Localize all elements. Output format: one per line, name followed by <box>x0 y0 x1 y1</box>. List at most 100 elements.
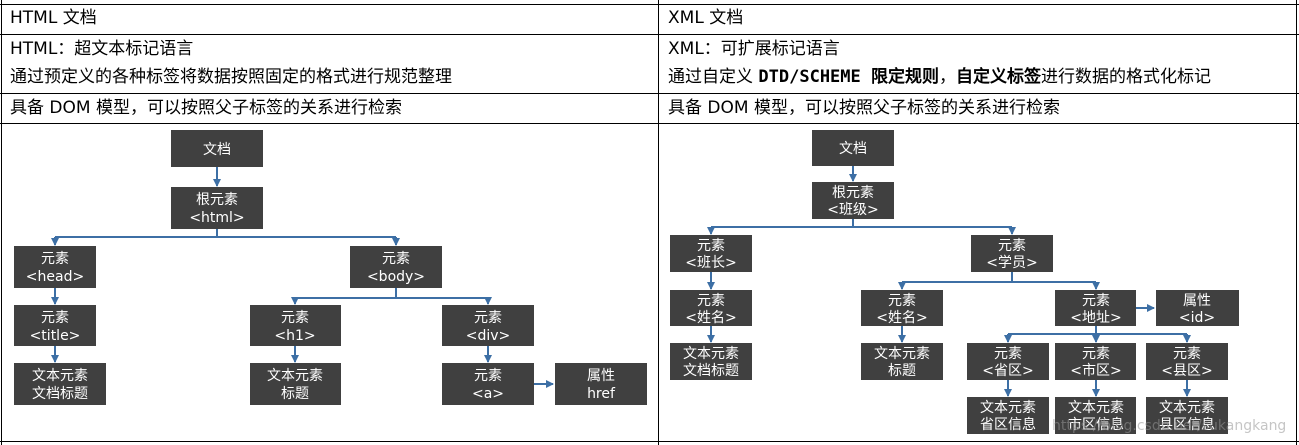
svg-text:<县区>: <县区> <box>1161 363 1212 379</box>
svg-text:文本元素: 文本元素 <box>1159 400 1215 416</box>
svg-text:<姓名>: <姓名> <box>876 310 927 326</box>
xml-tree-edges <box>707 166 1191 397</box>
svg-text:<地址>: <地址> <box>1070 310 1121 326</box>
xml-node-student: 元素 <学员> <box>971 235 1053 272</box>
html-node-body: 元素 <body> <box>350 246 442 288</box>
svg-text:<省区>: <省区> <box>982 363 1033 379</box>
xml-node-city: 元素 <市区> <box>1055 343 1136 380</box>
svg-text:元素: 元素 <box>1173 346 1201 362</box>
table-border-top <box>0 4 1299 5</box>
xml-node-root: 根元素 <班级> <box>812 182 894 219</box>
html-node-attr-href: 属性 href <box>555 363 647 405</box>
svg-text:<班级>: <班级> <box>827 202 878 218</box>
xml-node-document: 文档 <box>812 130 894 166</box>
html-node-head: 元素 <head> <box>14 246 96 288</box>
svg-text:属性: 属性 <box>587 368 615 384</box>
svg-text:文本元素: 文本元素 <box>267 368 323 384</box>
svg-text:市区信息: 市区信息 <box>1068 416 1124 433</box>
watermark: https://blog.csdn.net/sukangkang <box>1052 418 1287 434</box>
xml-node-monitor: 元素 <班长> <box>670 235 752 272</box>
svg-text:文本元素: 文本元素 <box>980 400 1036 416</box>
svg-text:标题: 标题 <box>888 363 916 379</box>
html-definition: HTML：超文本标记语言 <box>10 39 194 59</box>
svg-text:<市区>: <市区> <box>1070 362 1121 379</box>
html-node-div: 元素 <div> <box>442 305 534 346</box>
svg-text:元素: 元素 <box>998 238 1026 254</box>
svg-text:文本元素: 文本元素 <box>874 346 930 362</box>
table-border-right <box>1296 0 1297 445</box>
xml-node-student-name-text: 文本元素 标题 <box>861 343 943 380</box>
svg-text:根元素: 根元素 <box>832 185 874 201</box>
xml-node-monitor-name-text: 文本元素 文档标题 <box>670 343 752 380</box>
html-node-h1-text: 文本元素 标题 <box>250 363 341 405</box>
table-border-bottom <box>0 441 1299 442</box>
html-description: 通过预定义的各种标签将数据按照固定的格式进行规范整理 <box>10 67 452 87</box>
xml-column-header: XML 文档 <box>668 8 744 28</box>
svg-text:文本元素: 文本元素 <box>683 346 739 362</box>
svg-text:文档: 文档 <box>203 142 231 158</box>
xml-definition: XML：可扩展标记语言 <box>668 39 840 59</box>
html-node-document: 文档 <box>171 130 263 167</box>
html-dom-note: 具备 DOM 模型，可以按照父子标签的关系进行检索 <box>10 98 402 118</box>
svg-text:元素: 元素 <box>888 293 916 309</box>
svg-text:元素: 元素 <box>1082 346 1110 362</box>
html-node-title: 元素 <title> <box>14 305 96 346</box>
xml-node-attr-id: 属性 <id> <box>1156 290 1239 326</box>
row-divider <box>0 123 1299 124</box>
svg-text:标题: 标题 <box>281 386 309 402</box>
svg-text:县区信息: 县区信息 <box>1159 416 1215 433</box>
svg-text:元素: 元素 <box>41 251 69 267</box>
svg-text:<title>: <title> <box>30 328 81 344</box>
xml-dom-note: 具备 DOM 模型，可以按照父子标签的关系进行检索 <box>668 98 1060 118</box>
html-node-h1: 元素 <h1> <box>250 305 341 346</box>
svg-text:<h1>: <h1> <box>274 328 315 344</box>
svg-text:元素: 元素 <box>1082 293 1110 309</box>
html-column-header: HTML 文档 <box>10 8 97 28</box>
svg-text:<body>: <body> <box>367 269 425 285</box>
xml-node-province-text: 文本元素 省区信息 <box>967 397 1049 434</box>
svg-text:文档: 文档 <box>839 141 867 157</box>
svg-text:<学员>: <学员> <box>986 255 1037 271</box>
svg-text:<head>: <head> <box>26 269 84 285</box>
svg-text:href: href <box>587 386 616 402</box>
svg-text:元素: 元素 <box>474 368 502 384</box>
row-divider <box>0 34 1299 35</box>
svg-text:元素: 元素 <box>697 293 725 309</box>
xml-node-monitor-name: 元素 <姓名> <box>670 290 752 326</box>
svg-text:省区信息: 省区信息 <box>980 416 1036 433</box>
svg-text:根元素: 根元素 <box>196 192 238 208</box>
svg-text:元素: 元素 <box>697 238 725 254</box>
svg-text:文本元素: 文本元素 <box>1068 400 1124 416</box>
xml-node-student-name: 元素 <姓名> <box>861 290 943 326</box>
svg-text:<a>: <a> <box>472 386 504 402</box>
svg-text:元素: 元素 <box>281 310 309 326</box>
html-tree-edges <box>51 167 554 388</box>
xml-node-address: 元素 <地址> <box>1055 290 1136 326</box>
xml-node-county: 元素 <县区> <box>1146 343 1228 380</box>
xml-node-province: 元素 <省区> <box>967 343 1049 380</box>
svg-text:元素: 元素 <box>474 310 502 326</box>
svg-text:<html>: <html> <box>189 210 244 226</box>
svg-text:文档标题: 文档标题 <box>32 386 88 402</box>
svg-text:文档标题: 文档标题 <box>683 363 739 379</box>
html-node-a: 元素 <a> <box>442 363 534 405</box>
xml-description: 通过自定义 DTD/SCHEME 限定规则，自定义标签进行数据的格式化标记 <box>668 67 1211 87</box>
svg-text:<姓名>: <姓名> <box>685 310 736 326</box>
svg-text:元素: 元素 <box>41 310 69 326</box>
xml-node-city-text: 文本元素 市区信息 <box>1055 397 1136 434</box>
svg-text:属性: 属性 <box>1183 293 1211 309</box>
row-divider <box>0 93 1299 94</box>
html-node-title-text: 文本元素 文档标题 <box>14 363 106 405</box>
svg-text:<div>: <div> <box>466 328 511 344</box>
table-border-left <box>1 0 2 445</box>
html-node-root: 根元素 <html> <box>171 187 263 229</box>
svg-text:元素: 元素 <box>994 346 1022 362</box>
column-divider <box>658 0 659 445</box>
svg-text:<班长>: <班长> <box>685 255 736 271</box>
svg-text:元素: 元素 <box>382 251 410 267</box>
xml-node-county-text: 文本元素 县区信息 <box>1146 397 1228 434</box>
svg-text:文本元素: 文本元素 <box>32 368 88 384</box>
svg-text:<id>: <id> <box>1179 310 1215 326</box>
